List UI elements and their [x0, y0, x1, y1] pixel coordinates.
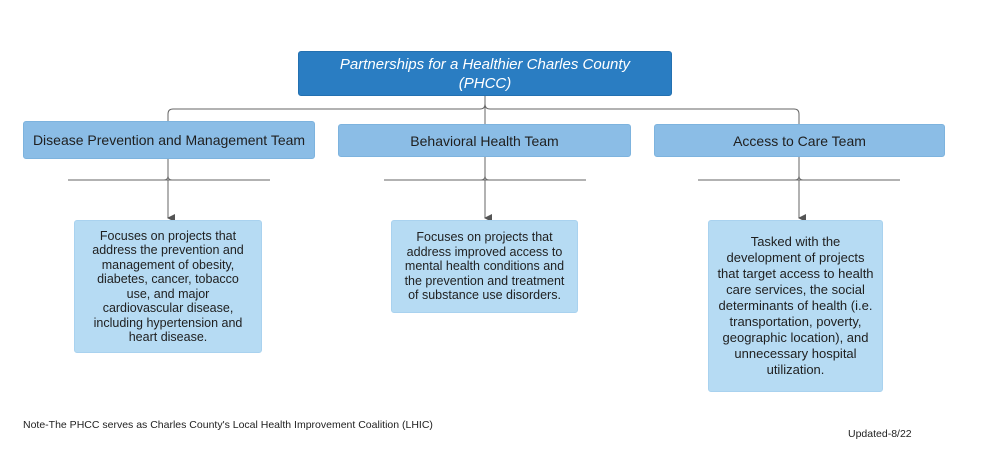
- team3-connector: [795, 157, 803, 218]
- description-behavioral-health: Focuses on projects that address improve…: [391, 220, 578, 313]
- description-text: Tasked with the development of projects …: [717, 233, 874, 378]
- description-access-to-care: Tasked with the development of projects …: [708, 220, 883, 392]
- team2-connector: [481, 157, 489, 218]
- updated-date: Updated-8/22: [848, 428, 912, 440]
- team-label: Behavioral Health Team: [410, 132, 559, 149]
- team1-connector: [164, 159, 172, 218]
- footnote: Note-The PHCC serves as Charles County's…: [23, 419, 433, 431]
- team-node-disease-prevention: Disease Prevention and Management Team: [23, 121, 315, 159]
- team-node-access-to-care: Access to Care Team: [654, 124, 945, 157]
- root-title: Partnerships for a Healthier Charles Cou…: [339, 55, 631, 92]
- team-label: Disease Prevention and Management Team: [32, 132, 306, 148]
- description-text: Focuses on projects that address improve…: [404, 230, 565, 303]
- team-label: Access to Care Team: [733, 132, 866, 149]
- phcc-root-node: Partnerships for a Healthier Charles Cou…: [298, 51, 672, 96]
- root-connector-right: [484, 103, 800, 124]
- root-connector: [167, 96, 486, 121]
- team-node-behavioral-health: Behavioral Health Team: [338, 124, 631, 157]
- description-text: Focuses on projects that address the pre…: [92, 228, 244, 345]
- description-disease-prevention: Focuses on projects that address the pre…: [74, 220, 262, 353]
